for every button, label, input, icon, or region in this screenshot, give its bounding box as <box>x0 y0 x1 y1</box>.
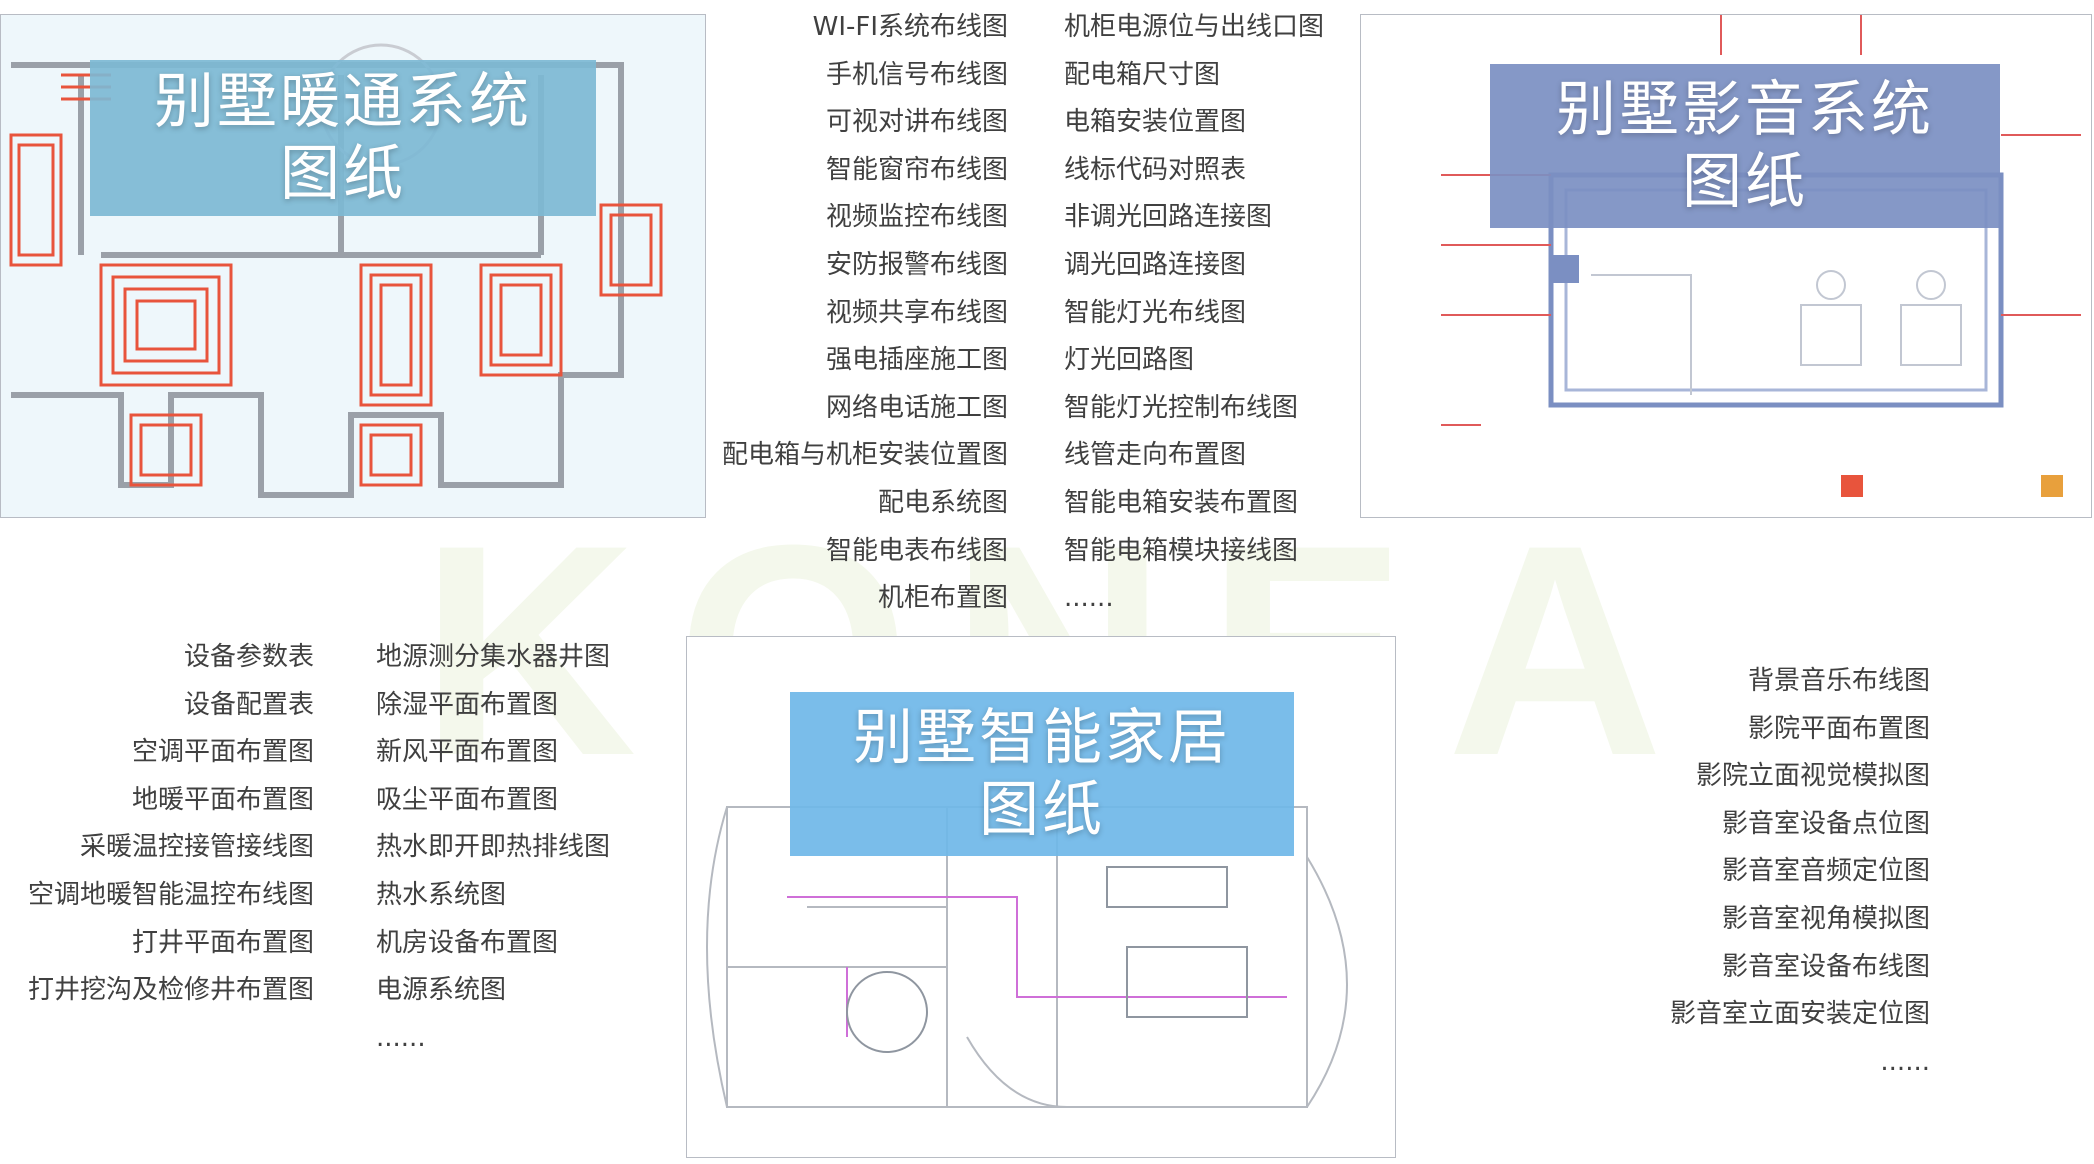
list-item: WI-FI系统布线图 <box>812 12 1008 42</box>
smart-title: 别墅智能家居 图纸 <box>790 692 1294 856</box>
hvac-title: 别墅暖通系统 图纸 <box>90 60 596 216</box>
list-item: 调光回路连接图 <box>1064 249 1247 280</box>
list-item: 智能灯光布线图 <box>1064 297 1247 328</box>
list-item: 网络电话施工图 <box>825 392 1008 423</box>
list-item: 影音室设备点位图 <box>1721 808 1930 839</box>
list-item: 打井平面布置图 <box>131 927 314 958</box>
list-item: 手机信号布线图 <box>825 59 1008 90</box>
list-item: 设备配置表 <box>183 689 314 720</box>
hvac-title-line1: 别墅暖通系统 <box>154 67 532 137</box>
list-item: 打井挖沟及检修井布置图 <box>27 975 314 1006</box>
list-item: 热水即开即热排线图 <box>376 832 611 863</box>
list-item: 机房设备布置图 <box>376 927 559 958</box>
list-item: 智能电箱安装布置图 <box>1064 487 1299 518</box>
list-item: 智能电箱模块接线图 <box>1064 535 1299 566</box>
list-item: 配电箱与机柜安装位置图 <box>721 440 1008 471</box>
list-item: 影院立面视觉模拟图 <box>1695 761 1930 792</box>
top-list-left: WI-FI系统布线图 手机信号布线图 可视对讲布线图 智能窗帘布线图 视频监控布… <box>722 4 1008 623</box>
list-item: 影音室立面安装定位图 <box>1669 999 1930 1030</box>
list-item: 空调地暖智能温控布线图 <box>27 879 314 910</box>
list-item: ...... <box>1880 1046 1930 1077</box>
av-title-line1: 别墅影音系统 <box>1556 75 1934 145</box>
list-item: 安防报警布线图 <box>825 249 1008 280</box>
list-item: 空调平面布置图 <box>131 737 314 768</box>
hvac-title-line2: 图纸 <box>280 139 406 209</box>
list-item: 线标代码对照表 <box>1064 154 1247 185</box>
smart-title-line2: 图纸 <box>979 775 1105 845</box>
hvac-list-left: 设备参数表 设备配置表 空调平面布置图 地暖平面布置图 采暖温控接管接线图 空调… <box>28 634 314 1015</box>
list-item: 可视对讲布线图 <box>825 107 1008 138</box>
list-item: 灯光回路图 <box>1064 345 1195 376</box>
list-item: 机柜布置图 <box>877 583 1008 614</box>
list-item: 除湿平面布置图 <box>376 689 559 720</box>
av-list: 背景音乐布线图 影院平面布置图 影院立面视觉模拟图 影音室设备点位图 影音室音频… <box>1670 658 1930 1086</box>
list-item: 电箱安装位置图 <box>1064 107 1247 138</box>
list-item: 强电插座施工图 <box>825 345 1008 376</box>
av-title-line2: 图纸 <box>1682 147 1808 217</box>
list-item: 采暖温控接管接线图 <box>79 832 314 863</box>
list-item: ...... <box>376 1022 426 1053</box>
list-item: 设备参数表 <box>183 642 314 672</box>
list-item: 电源系统图 <box>376 975 507 1006</box>
list-item: 视频监控布线图 <box>825 202 1008 233</box>
list-item: 智能电表布线图 <box>825 535 1008 566</box>
list-item: ...... <box>1064 583 1114 614</box>
list-item: 配电箱尺寸图 <box>1064 59 1221 90</box>
hvac-list-right: 地源测分集水器井图 除湿平面布置图 新风平面布置图 吸尘平面布置图 热水即开即热… <box>376 634 610 1062</box>
list-item: 机柜电源位与出线口图 <box>1064 12 1325 42</box>
list-item: 配电系统图 <box>877 487 1008 518</box>
av-title: 别墅影音系统 图纸 <box>1490 64 2000 228</box>
list-item: 新风平面布置图 <box>376 737 559 768</box>
list-item: 影音室设备布线图 <box>1721 951 1930 982</box>
list-item: 线管走向布置图 <box>1064 440 1247 471</box>
list-item: 影音室音频定位图 <box>1721 856 1930 887</box>
list-item: 地暖平面布置图 <box>131 784 314 815</box>
list-item: 影音室视角模拟图 <box>1721 903 1930 934</box>
list-item: 视频共享布线图 <box>825 297 1008 328</box>
list-item: 影院平面布置图 <box>1747 713 1930 744</box>
list-item: 智能窗帘布线图 <box>825 154 1008 185</box>
smart-title-line1: 别墅智能家居 <box>853 703 1231 773</box>
list-item: 背景音乐布线图 <box>1747 666 1930 696</box>
list-item: 智能灯光控制布线图 <box>1064 392 1299 423</box>
top-list-right: 机柜电源位与出线口图 配电箱尺寸图 电箱安装位置图 线标代码对照表 非调光回路连… <box>1064 4 1324 623</box>
list-item: 吸尘平面布置图 <box>376 784 559 815</box>
list-item: 热水系统图 <box>376 879 507 910</box>
list-item: 非调光回路连接图 <box>1064 202 1273 233</box>
list-item: 地源测分集水器井图 <box>376 642 611 672</box>
